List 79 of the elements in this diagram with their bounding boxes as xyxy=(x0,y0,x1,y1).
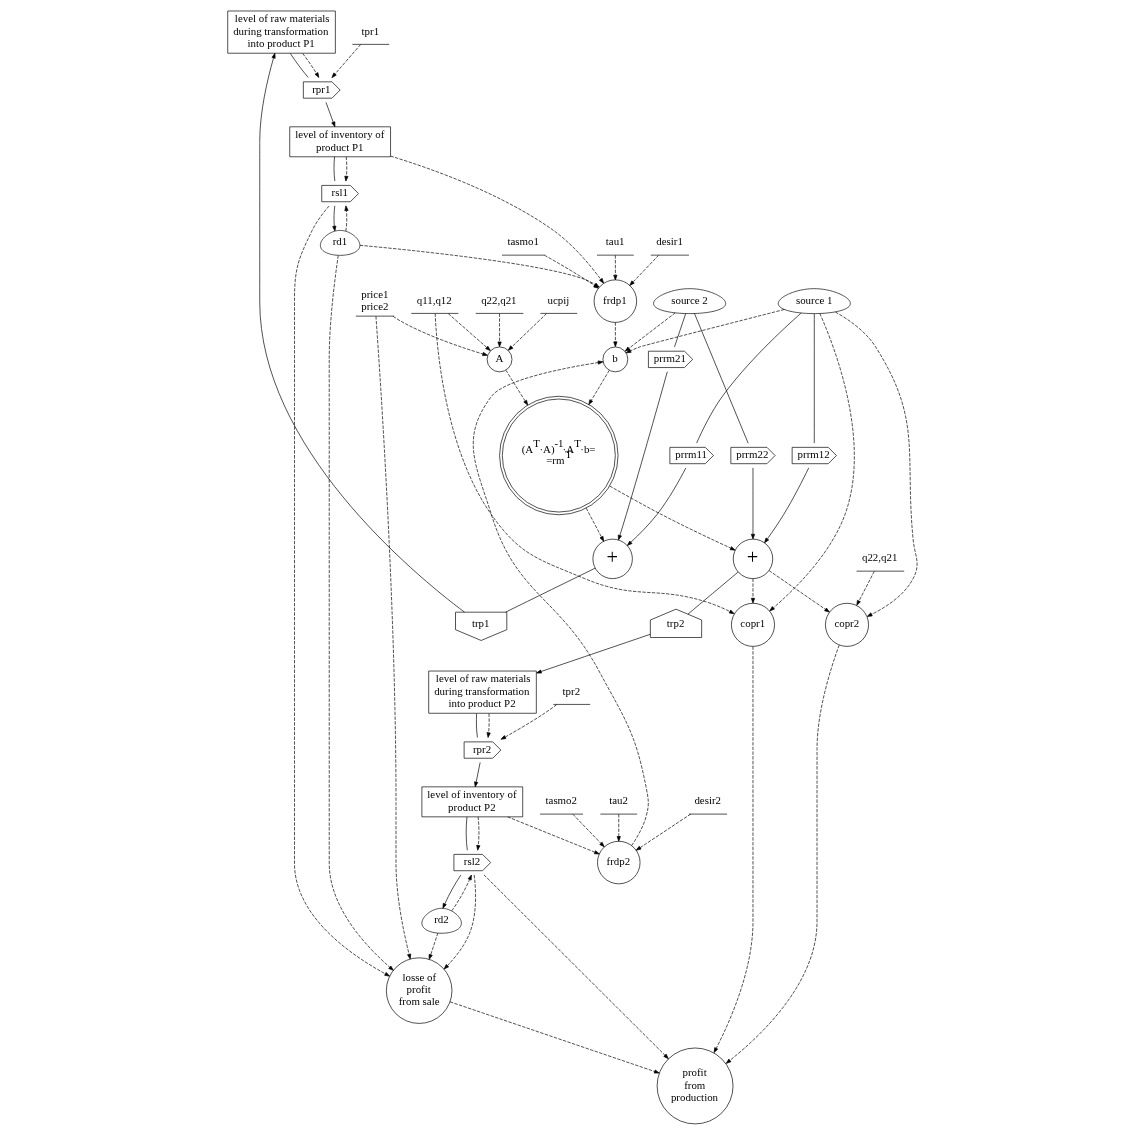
arrow xyxy=(612,322,617,347)
node-text: q22,q21 xyxy=(861,551,897,564)
arrow xyxy=(587,370,610,405)
arrow xyxy=(375,315,411,960)
node-text: price1 price2 xyxy=(360,287,388,312)
node-text: q22,q21 xyxy=(480,293,517,306)
node-text: tpr1 xyxy=(361,24,379,37)
arrow xyxy=(331,44,361,78)
connector xyxy=(289,53,309,78)
arrow xyxy=(585,507,604,542)
node-text: tasmo2 xyxy=(545,794,577,807)
connector xyxy=(693,313,748,444)
arrow xyxy=(626,467,686,546)
arrow xyxy=(443,874,476,970)
arrow xyxy=(505,369,528,406)
arrow xyxy=(616,813,621,842)
arrow xyxy=(343,205,348,232)
arrow xyxy=(535,633,651,674)
arrow xyxy=(617,371,668,541)
arrow xyxy=(392,315,488,356)
arrow xyxy=(768,570,830,613)
node-text: tpr2 xyxy=(562,684,580,697)
arrow xyxy=(507,313,547,351)
node-box: level of raw materials during transformation into product P1 xyxy=(226,10,336,54)
node-box: level of inventory of product P2 xyxy=(421,786,523,818)
node-text: q11,q12 xyxy=(416,293,452,306)
arrow xyxy=(325,102,335,128)
arrow xyxy=(612,255,617,281)
arrow xyxy=(635,813,691,851)
connector xyxy=(695,312,802,444)
node-text: desir2 xyxy=(693,794,721,807)
arrow xyxy=(763,467,809,544)
arrow xyxy=(855,571,875,606)
arrow xyxy=(389,155,604,284)
arrow xyxy=(834,311,917,617)
arrow xyxy=(713,646,753,1053)
arrow xyxy=(331,205,336,232)
arrow xyxy=(472,360,649,846)
node-text: tau1 xyxy=(605,235,625,248)
node-text: tasmo1 xyxy=(506,235,539,248)
arrow xyxy=(750,578,755,604)
arrow xyxy=(301,53,319,78)
node-text: tau2 xyxy=(608,794,628,807)
arrow xyxy=(486,713,491,738)
arrow xyxy=(506,816,600,855)
arrow xyxy=(628,255,659,286)
arrow xyxy=(449,1001,660,1074)
arrow xyxy=(625,309,785,354)
connector xyxy=(687,571,738,615)
arrow xyxy=(473,762,480,788)
connector xyxy=(475,713,478,738)
connector xyxy=(504,567,595,613)
arrow xyxy=(750,467,755,540)
arrow xyxy=(442,874,461,909)
arrow xyxy=(483,874,669,1059)
connector xyxy=(673,313,686,348)
arrow xyxy=(434,313,735,614)
arrow xyxy=(624,312,675,352)
arrow xyxy=(725,644,840,1064)
arrow xyxy=(500,704,557,740)
arrow xyxy=(475,816,480,851)
node-text: ucpij xyxy=(547,293,569,306)
arrow xyxy=(293,205,390,977)
arrow xyxy=(447,313,491,351)
arrow xyxy=(258,52,465,613)
connector xyxy=(813,313,815,444)
arrow xyxy=(572,813,605,848)
arrow xyxy=(343,156,348,182)
arrow xyxy=(328,255,394,971)
node-box: level of raw materials during transformation into product P2 xyxy=(427,670,537,714)
connector xyxy=(333,156,335,182)
node-box: level of inventory of product P1 xyxy=(288,126,391,158)
connector xyxy=(465,816,468,851)
arrow xyxy=(768,313,855,612)
node-text: desir1 xyxy=(655,235,683,248)
arrow xyxy=(497,313,502,348)
arrow xyxy=(608,485,735,551)
arrow xyxy=(450,874,472,912)
arrow xyxy=(428,932,438,960)
